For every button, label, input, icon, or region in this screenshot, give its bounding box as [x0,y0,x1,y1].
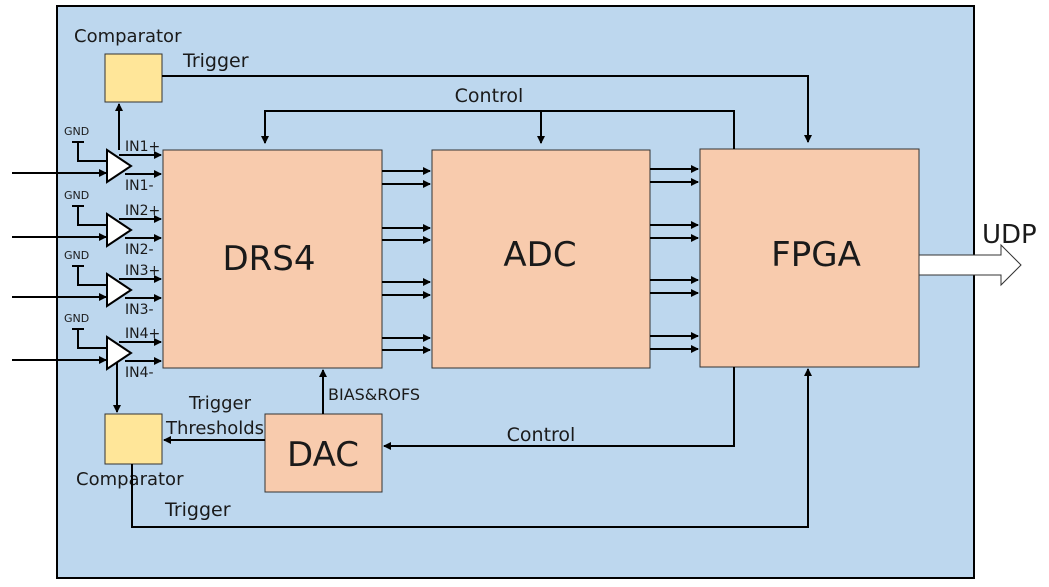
amplifier-icon [106,148,133,184]
input-plus-label: IN1+ [125,139,160,155]
amplifier-icon [106,212,133,248]
gnd-line [77,329,106,349]
bias-label: BIAS&ROFS [328,385,420,404]
dac-block [264,413,383,493]
trigger-top-line [162,75,812,143]
amplifier-icon [106,272,133,308]
thresholds-label-line2: Thresholds [165,418,264,439]
channel-3: GND IN3+ IN3- [12,249,162,318]
control-top-line [261,110,735,149]
gnd-line [77,266,106,286]
input-minus-label: IN1- [125,178,154,194]
gnd-label: GND [64,249,89,262]
trigger-bottom-line [131,368,812,528]
gnd-line [77,142,106,162]
input-plus-label: IN3+ [125,263,160,279]
comparator-top [104,53,163,103]
gnd-line [77,206,106,226]
udp-label: UDP [982,220,1037,250]
drs4-label: DRS4 [222,239,315,279]
input-minus-label: IN3- [125,302,154,318]
drs4-to-adc-arrows [382,167,431,354]
input-minus-label: IN2- [125,242,154,258]
thresholds-label-line1: Trigger [188,393,252,414]
control-bottom-line [383,367,735,450]
drs4-block [162,149,383,369]
gnd-label: GND [64,189,89,202]
input-plus-label: IN4+ [125,326,160,342]
adc-label: ADC [503,235,576,275]
comparator-bottom [104,413,163,465]
udp-output-arrow [918,243,1022,287]
adc-to-fpga-arrows [650,165,699,353]
amplifier-icon [106,335,133,371]
channel-2: GND IN2+ IN2- [12,189,162,258]
gnd-label: GND [64,312,89,325]
dac-label: DAC [287,435,359,475]
comparator-top-label: Comparator [74,26,182,47]
trigger-top-label: Trigger [182,50,249,72]
trigger-bottom-label: Trigger [164,499,231,521]
adc-block [431,149,651,369]
comparator-bottom-label: Comparator [76,469,184,490]
input-plus-label: IN2+ [125,203,160,219]
channel-1: GND IN1+ IN1- [12,125,162,194]
input-channels: GND IN1+ IN1- GND IN2+ IN2- GND IN3+ IN3- GND IN4+… [12,125,162,381]
control-top-label: Control [455,85,524,107]
channel-4: GND IN4+ IN4- [12,312,162,381]
input-minus-label: IN4- [125,365,154,381]
fpga-label: FPGA [771,235,861,275]
gnd-label: GND [64,125,89,138]
control-bottom-label: Control [507,424,576,446]
fpga-block [699,148,920,368]
